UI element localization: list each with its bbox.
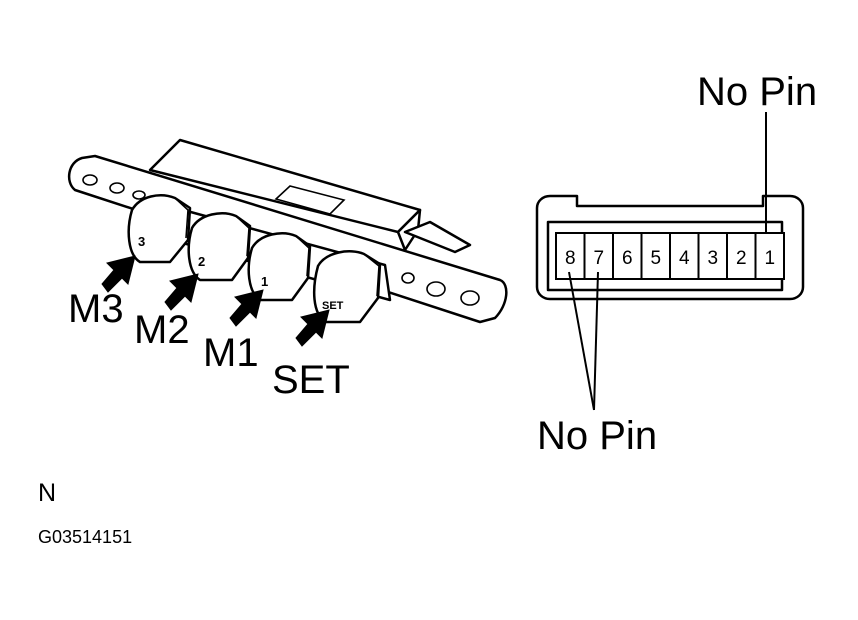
no-pin-leader-pin8	[568, 271, 595, 411]
pin-number: 8	[565, 248, 576, 269]
pin-box	[669, 232, 700, 280]
pin-box	[555, 232, 586, 280]
pin-number: 6	[622, 248, 633, 269]
label-m3: M3	[68, 287, 124, 331]
pin-box	[697, 232, 728, 280]
pin-cell-4: 4	[669, 232, 700, 280]
pin-cell-6: 6	[612, 232, 643, 280]
button-face-m2: 2	[198, 254, 205, 269]
pin-cell-3: 3	[697, 232, 728, 280]
pin-box	[754, 232, 785, 280]
button-m3: 3	[127, 194, 192, 264]
button-face-set: SET	[322, 300, 344, 312]
press-arrow-icon	[164, 273, 199, 311]
pin-number: 2	[736, 248, 747, 269]
pin-cell-5: 5	[640, 232, 671, 280]
press-arrow-icon	[229, 289, 264, 327]
no-pin-leader-pin7	[593, 271, 599, 411]
pin-number: 1	[764, 248, 775, 269]
press-arrows	[101, 255, 330, 347]
pin-number: 4	[679, 248, 690, 269]
label-m1: M1	[203, 331, 259, 375]
pin-number: 7	[593, 248, 604, 269]
button-set: SET	[313, 250, 382, 324]
pin-cell-2: 2	[726, 232, 757, 280]
footer-letter: N	[38, 479, 56, 507]
button-m2: 2	[187, 212, 252, 282]
pin-number: 5	[650, 248, 661, 269]
button-m1: 1	[247, 232, 312, 302]
label-m2: M2	[134, 308, 190, 352]
pin-box	[640, 232, 671, 280]
pin-cell-1: 1	[754, 232, 785, 280]
press-arrow-icon	[295, 309, 330, 347]
figure-code: G03514151	[38, 527, 132, 547]
button-face-m3: 3	[138, 234, 145, 249]
label-set: SET	[272, 358, 350, 402]
pin-cell-8: 8	[555, 232, 586, 280]
no-pin-label-bottom: No Pin	[537, 414, 657, 458]
pin-number: 3	[707, 248, 718, 269]
button-face-m1: 1	[261, 274, 268, 289]
pin-box	[726, 232, 757, 280]
press-arrow-icon	[101, 255, 136, 293]
no-pin-label-top: No Pin	[697, 70, 817, 114]
